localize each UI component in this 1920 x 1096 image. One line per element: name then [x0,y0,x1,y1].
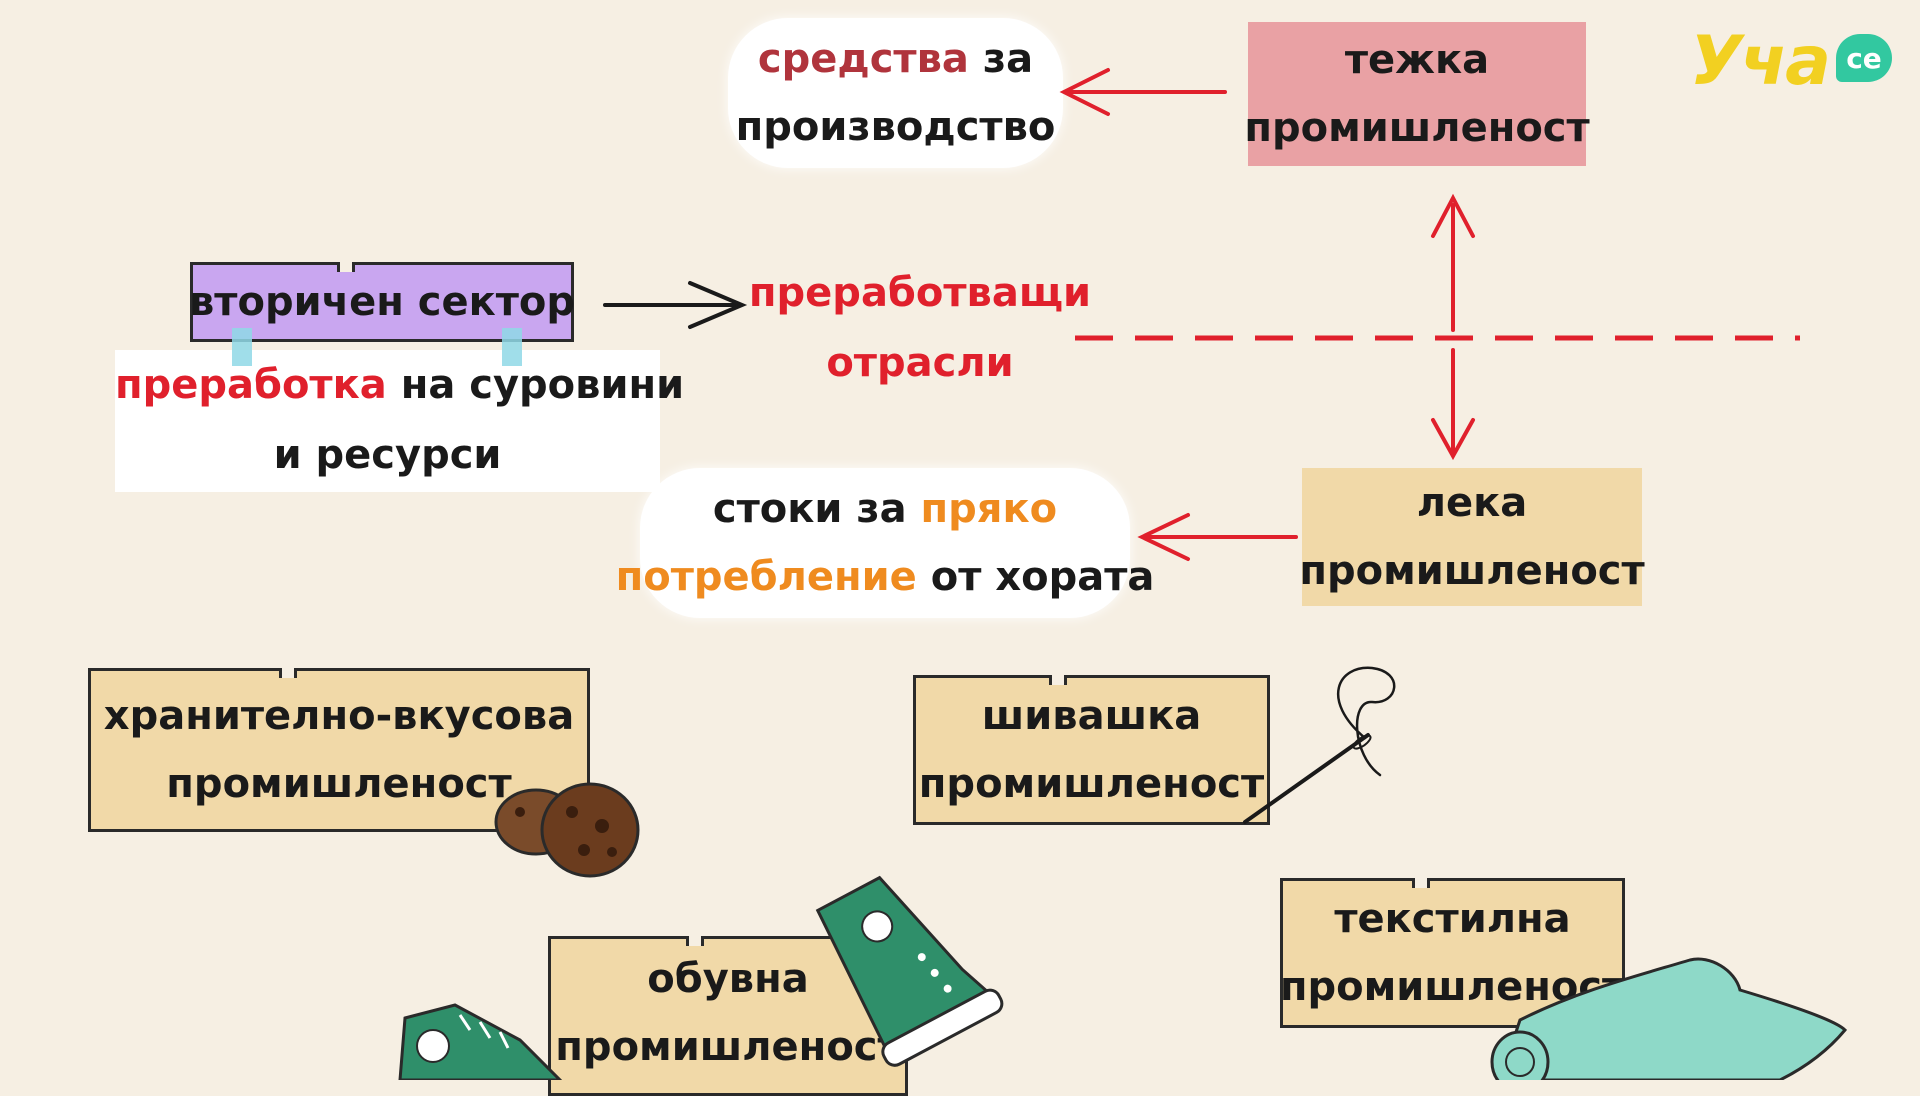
ucha-se-logo[interactable]: Уча се [1690,22,1895,112]
textile-industry-line1: текстилна [1334,896,1571,942]
logo-badge-text: се [1846,41,1882,75]
goods-line1: стоки за пряко [713,475,1057,543]
tape-left [232,328,252,366]
means-line2: производство [735,104,1056,150]
needle-thread-illustration [1243,666,1396,824]
sewing-industry-line1: шивашка [981,693,1202,739]
means-word1: средства [757,36,969,82]
arrow-up-to-heavy [1431,193,1475,332]
sneaker-right-illustration [815,875,1004,1067]
goods-line2: потребление от хората [616,543,1155,611]
fabric-roll-illustration [1490,957,1848,1080]
arrow-light-to-goods [1137,513,1298,561]
light-industry-line1: лека [1416,480,1528,526]
goods-w2: пряко [920,486,1058,532]
heavy-industry-box: тежка промишленост [1244,22,1590,166]
shoe-industry-line2: промишленост [555,1024,901,1070]
goods-w3: потребление [615,554,917,600]
consumer-goods-cloud: стоки за пряко потребление от хората [616,468,1154,618]
secondary-sector-title: вторичен сектор [188,279,576,325]
light-industry-box: лека промишленост [1299,468,1645,606]
arrow-heavy-to-means [1059,68,1227,116]
processing-line2: отрасли [826,340,1014,386]
textile-industry-box: текстилна промишленост [1280,878,1625,1028]
food-industry-line1: хранително-вкусова [103,693,575,739]
shoe-industry-line1: обувна [647,956,809,1002]
food-industry-line2: промишленост [166,761,512,807]
logo-text: Уча [1690,22,1831,101]
cookies-illustration [494,782,640,878]
processing-line1: преработващи [748,270,1092,316]
heavy-industry-line1: тежка [1344,37,1490,83]
means-word2: за [982,36,1034,82]
subtitle-processing-word: преработка [115,362,387,408]
sewing-industry-box: шивашка промишленост [913,675,1270,825]
logo-badge: се [1836,34,1892,82]
arrow-secondary-to-processing [603,281,748,329]
light-industry-line2: промишленост [1299,548,1645,594]
heavy-industry-line2: промишленост [1244,105,1590,151]
sewing-industry-line2: промишленост [918,761,1265,807]
means-of-production-cloud: средства за производство [728,18,1063,168]
processing-industries-label: преработващи отрасли [745,258,1095,398]
goods-w1: стоки за [712,486,921,532]
subtitle-line2: и ресурси [273,432,502,478]
tape-right [502,328,522,366]
means-line1: средства за [758,25,1033,93]
subtitle-rest: на суровини [386,362,685,408]
sneaker-left-illustration [398,1003,563,1080]
arrow-down-to-light [1431,348,1475,461]
goods-w4: от хората [916,554,1155,600]
secondary-sector-subtitle: преработка на суровини и ресурси [115,350,684,492]
